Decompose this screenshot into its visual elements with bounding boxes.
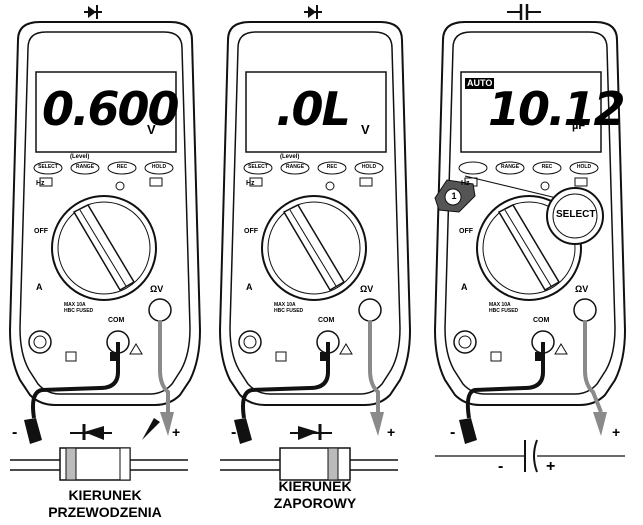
select-button[interactable]: SELECT: [38, 164, 58, 170]
polarity-plus: +: [387, 424, 396, 440]
com-label: COM: [318, 317, 335, 324]
com-label: COM: [108, 317, 125, 324]
jack-label-ohm-v: ΩV: [575, 284, 589, 294]
capacitor-plus: +: [546, 458, 556, 475]
caption-line-1: KIERUNEK: [68, 487, 142, 503]
polarity-plus: +: [172, 424, 181, 440]
dial-label-hz: Hz: [36, 180, 45, 187]
caption-forward: KIERUNEK PRZEWODZENIA: [10, 487, 200, 521]
caption-reverse: KIERUNEK ZAPOROWY: [215, 478, 415, 512]
diode-component: [220, 424, 398, 481]
level-label: (Level): [70, 154, 90, 160]
panel-capacitor: [434, 4, 626, 473]
select-callout: [434, 175, 604, 245]
dial-label-off: OFF: [244, 228, 258, 235]
diode-component: [10, 424, 188, 481]
red-probe-lead: [368, 320, 380, 412]
caption-line-2: PRZEWODZENIA: [48, 504, 162, 520]
range-button[interactable]: RANGE: [285, 164, 305, 170]
capacitor-minus: -: [498, 458, 504, 475]
black-probe-lead: [465, 342, 545, 419]
hold-button[interactable]: HOLD: [151, 164, 167, 170]
hold-button[interactable]: HOLD: [361, 164, 377, 170]
panel-forward: [9, 5, 201, 481]
dial-label-hz: Hz: [246, 180, 255, 187]
jack-label-a: A: [246, 282, 253, 292]
auto-indicator: AUTO: [465, 78, 495, 89]
com-label: COM: [533, 317, 550, 324]
polarity-plus: +: [612, 424, 621, 440]
hold-button[interactable]: HOLD: [576, 164, 592, 170]
black-probe-lead: [31, 342, 120, 419]
jack-label-a: A: [36, 282, 43, 292]
jack-label-ohm-v: ΩV: [150, 284, 164, 294]
caption-line-2: ZAPOROWY: [273, 495, 357, 511]
red-probe-lead: [158, 320, 170, 412]
jack-label-a: A: [461, 282, 468, 292]
rec-button[interactable]: REC: [326, 164, 338, 170]
lcd-reading: 10.12: [488, 82, 626, 136]
jack-label-ohm-v: ΩV: [360, 284, 374, 294]
polarity-minus: -: [12, 424, 18, 441]
select-button[interactable]: SELECT: [248, 164, 268, 170]
panel-reverse: [219, 5, 411, 481]
polarity-minus: -: [450, 424, 456, 441]
fuse-label: MAX 10A HBC FUSED: [274, 302, 304, 314]
dial-label-off: OFF: [34, 228, 48, 235]
rec-button[interactable]: REC: [116, 164, 128, 170]
diode-icon: [304, 5, 322, 19]
range-button[interactable]: RANGE: [500, 164, 520, 170]
level-label: (Level): [280, 154, 300, 160]
fuse-label: MAX 10A HBC FUSED: [64, 302, 94, 314]
dial-label-off: OFF: [459, 228, 473, 235]
capacitor-component: [435, 439, 625, 473]
dial-label-hz: Hz: [461, 180, 470, 187]
lcd-unit: V: [361, 122, 370, 137]
diode-icon: [84, 5, 102, 19]
range-button[interactable]: RANGE: [75, 164, 95, 170]
red-probe-lead: [583, 320, 603, 413]
rec-button[interactable]: REC: [541, 164, 553, 170]
polarity-minus: -: [231, 424, 237, 441]
capacitor-icon: [507, 4, 541, 20]
lcd-reading: .0L: [276, 82, 351, 136]
fuse-label: MAX 10A HBC FUSED: [489, 302, 519, 314]
caption-line-1: KIERUNEK: [278, 478, 352, 494]
black-probe-lead: [241, 342, 330, 419]
callout-select-label: SELECT: [556, 209, 596, 220]
lcd-reading: 0.600: [42, 82, 180, 136]
lcd-unit: µF: [572, 120, 586, 132]
callout-number: 1: [451, 191, 457, 201]
lcd-unit: V: [147, 122, 156, 137]
